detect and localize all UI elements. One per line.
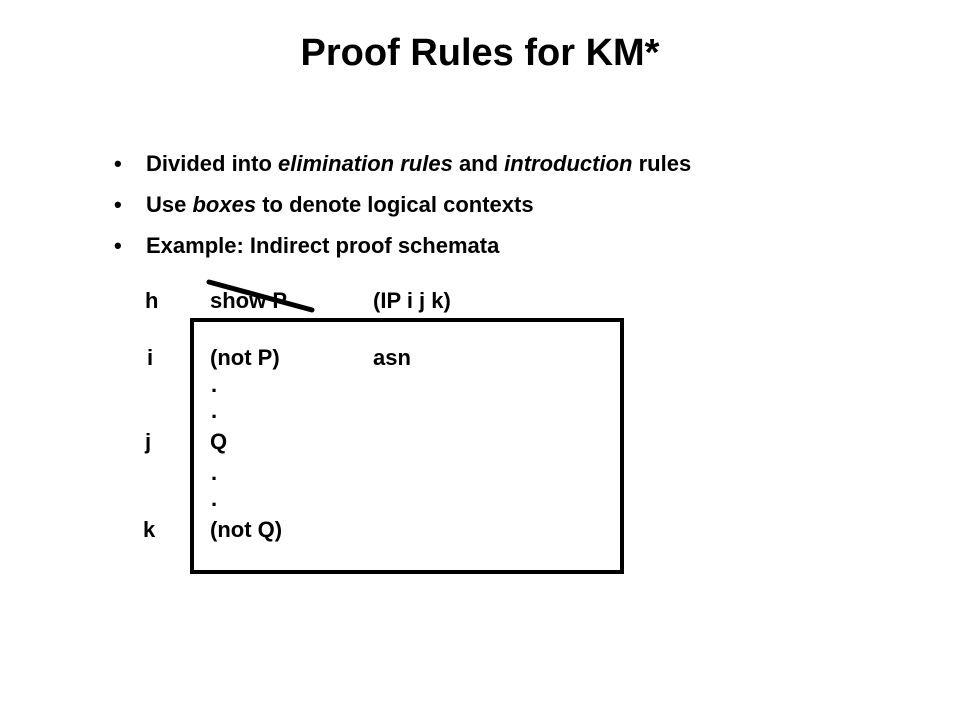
proof-formula: (not Q) bbox=[210, 517, 283, 542]
proof-line-label: k bbox=[143, 517, 156, 542]
proof-formula: Q bbox=[210, 429, 228, 454]
term-introduction: introduction bbox=[504, 151, 633, 176]
ellipsis-dot: . bbox=[211, 398, 218, 423]
proof-line-label: j bbox=[145, 429, 152, 454]
proof-line-label: h bbox=[145, 288, 159, 313]
proof-context-box bbox=[190, 318, 624, 574]
term-boxes: boxes bbox=[192, 192, 257, 217]
proof-formula: (not P) bbox=[210, 345, 280, 370]
bullet-list: • Divided into elimination rules and int… bbox=[114, 146, 691, 269]
bullet-item-boxes: • Use boxes to denote logical contexts bbox=[114, 187, 691, 228]
proof-goal-justification: (IP i j k) bbox=[373, 288, 451, 313]
bullet-marker: • bbox=[114, 233, 122, 258]
bullet-item-rules: • Divided into elimination rules and int… bbox=[114, 146, 691, 187]
ellipsis-dot: . bbox=[211, 486, 218, 511]
proof-goal-formula: show P bbox=[210, 288, 288, 313]
ellipsis-dot: . bbox=[211, 460, 218, 485]
term-elimination-rules: elimination rules bbox=[278, 151, 453, 176]
proof-line-label: i bbox=[147, 345, 154, 370]
bullet-marker: • bbox=[114, 151, 122, 176]
bullet-marker: • bbox=[114, 192, 122, 217]
ellipsis-dot: . bbox=[211, 372, 218, 397]
bullet-item-example: • Example: Indirect proof schemata bbox=[114, 228, 691, 269]
slide-title: Proof Rules for KM* bbox=[300, 32, 660, 74]
proof-justification: asn bbox=[373, 345, 411, 370]
